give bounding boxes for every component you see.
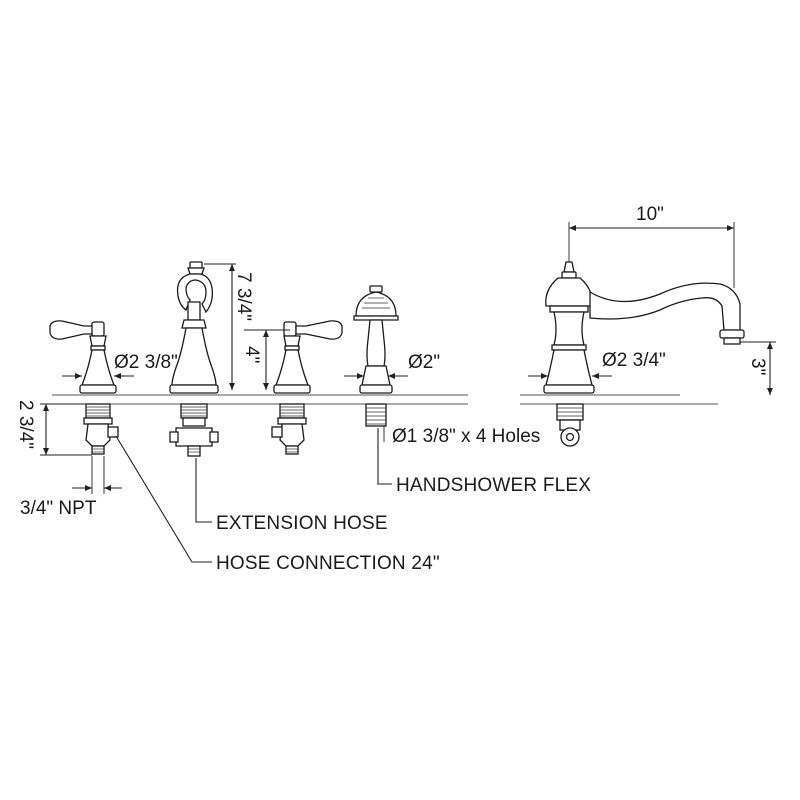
dim-holes: Ø1 3/8" x 4 Holes	[383, 426, 540, 447]
dim-handshower-diameter: Ø2"	[344, 352, 440, 379]
dim-label-handshower-diameter: Ø2"	[408, 352, 440, 373]
deck-surface	[52, 394, 718, 405]
dim-npt: 3/4" NPT	[20, 456, 122, 519]
dim-label-tub-spout-diameter: Ø2 3/4"	[602, 350, 666, 371]
callout-label-extension-hose: EXTENSION HOSE	[216, 513, 388, 534]
dim-label-left-handle-diameter: Ø2 3/8"	[114, 352, 178, 373]
dim-tub-spout-height: 3"	[740, 341, 776, 395]
callout-handshower-flex: HANDSHOWER FLEX	[377, 428, 591, 496]
left-handle-valve	[49, 320, 119, 455]
center-spout	[169, 261, 219, 457]
dim-label-tub-spout-reach: 10"	[636, 204, 664, 225]
tub-spout	[543, 261, 745, 447]
right-handle-valve	[271, 320, 343, 455]
callout-label-handshower-flex: HANDSHOWER FLEX	[396, 475, 591, 496]
callout-label-hose-connection: HOSE CONNECTION 24"	[216, 553, 440, 574]
dim-handle-height: 4"	[241, 329, 290, 390]
dim-tub-spout-diameter: Ø2 3/4"	[528, 350, 666, 379]
dim-label-valve-depth: 2 3/4"	[15, 400, 36, 449]
dim-spout-height: 7 3/4"	[204, 263, 254, 390]
dim-tub-spout-reach: 10"	[568, 204, 735, 288]
callout-hose-connection: HOSE CONNECTION 24"	[115, 435, 440, 574]
dim-label-holes: Ø1 3/8" x 4 Holes	[392, 426, 540, 447]
dim-label-tub-spout-height: 3"	[747, 358, 768, 375]
dim-left-handle-diameter: Ø2 3/8"	[62, 352, 178, 379]
dim-label-spout-height: 7 3/4"	[233, 272, 254, 321]
callout-extension-hose: EXTENSION HOSE	[195, 458, 388, 534]
handshower	[353, 285, 399, 427]
dim-label-npt: 3/4" NPT	[20, 498, 97, 519]
dim-label-handle-height: 4"	[241, 346, 262, 363]
dim-valve-depth: 2 3/4"	[15, 400, 92, 456]
